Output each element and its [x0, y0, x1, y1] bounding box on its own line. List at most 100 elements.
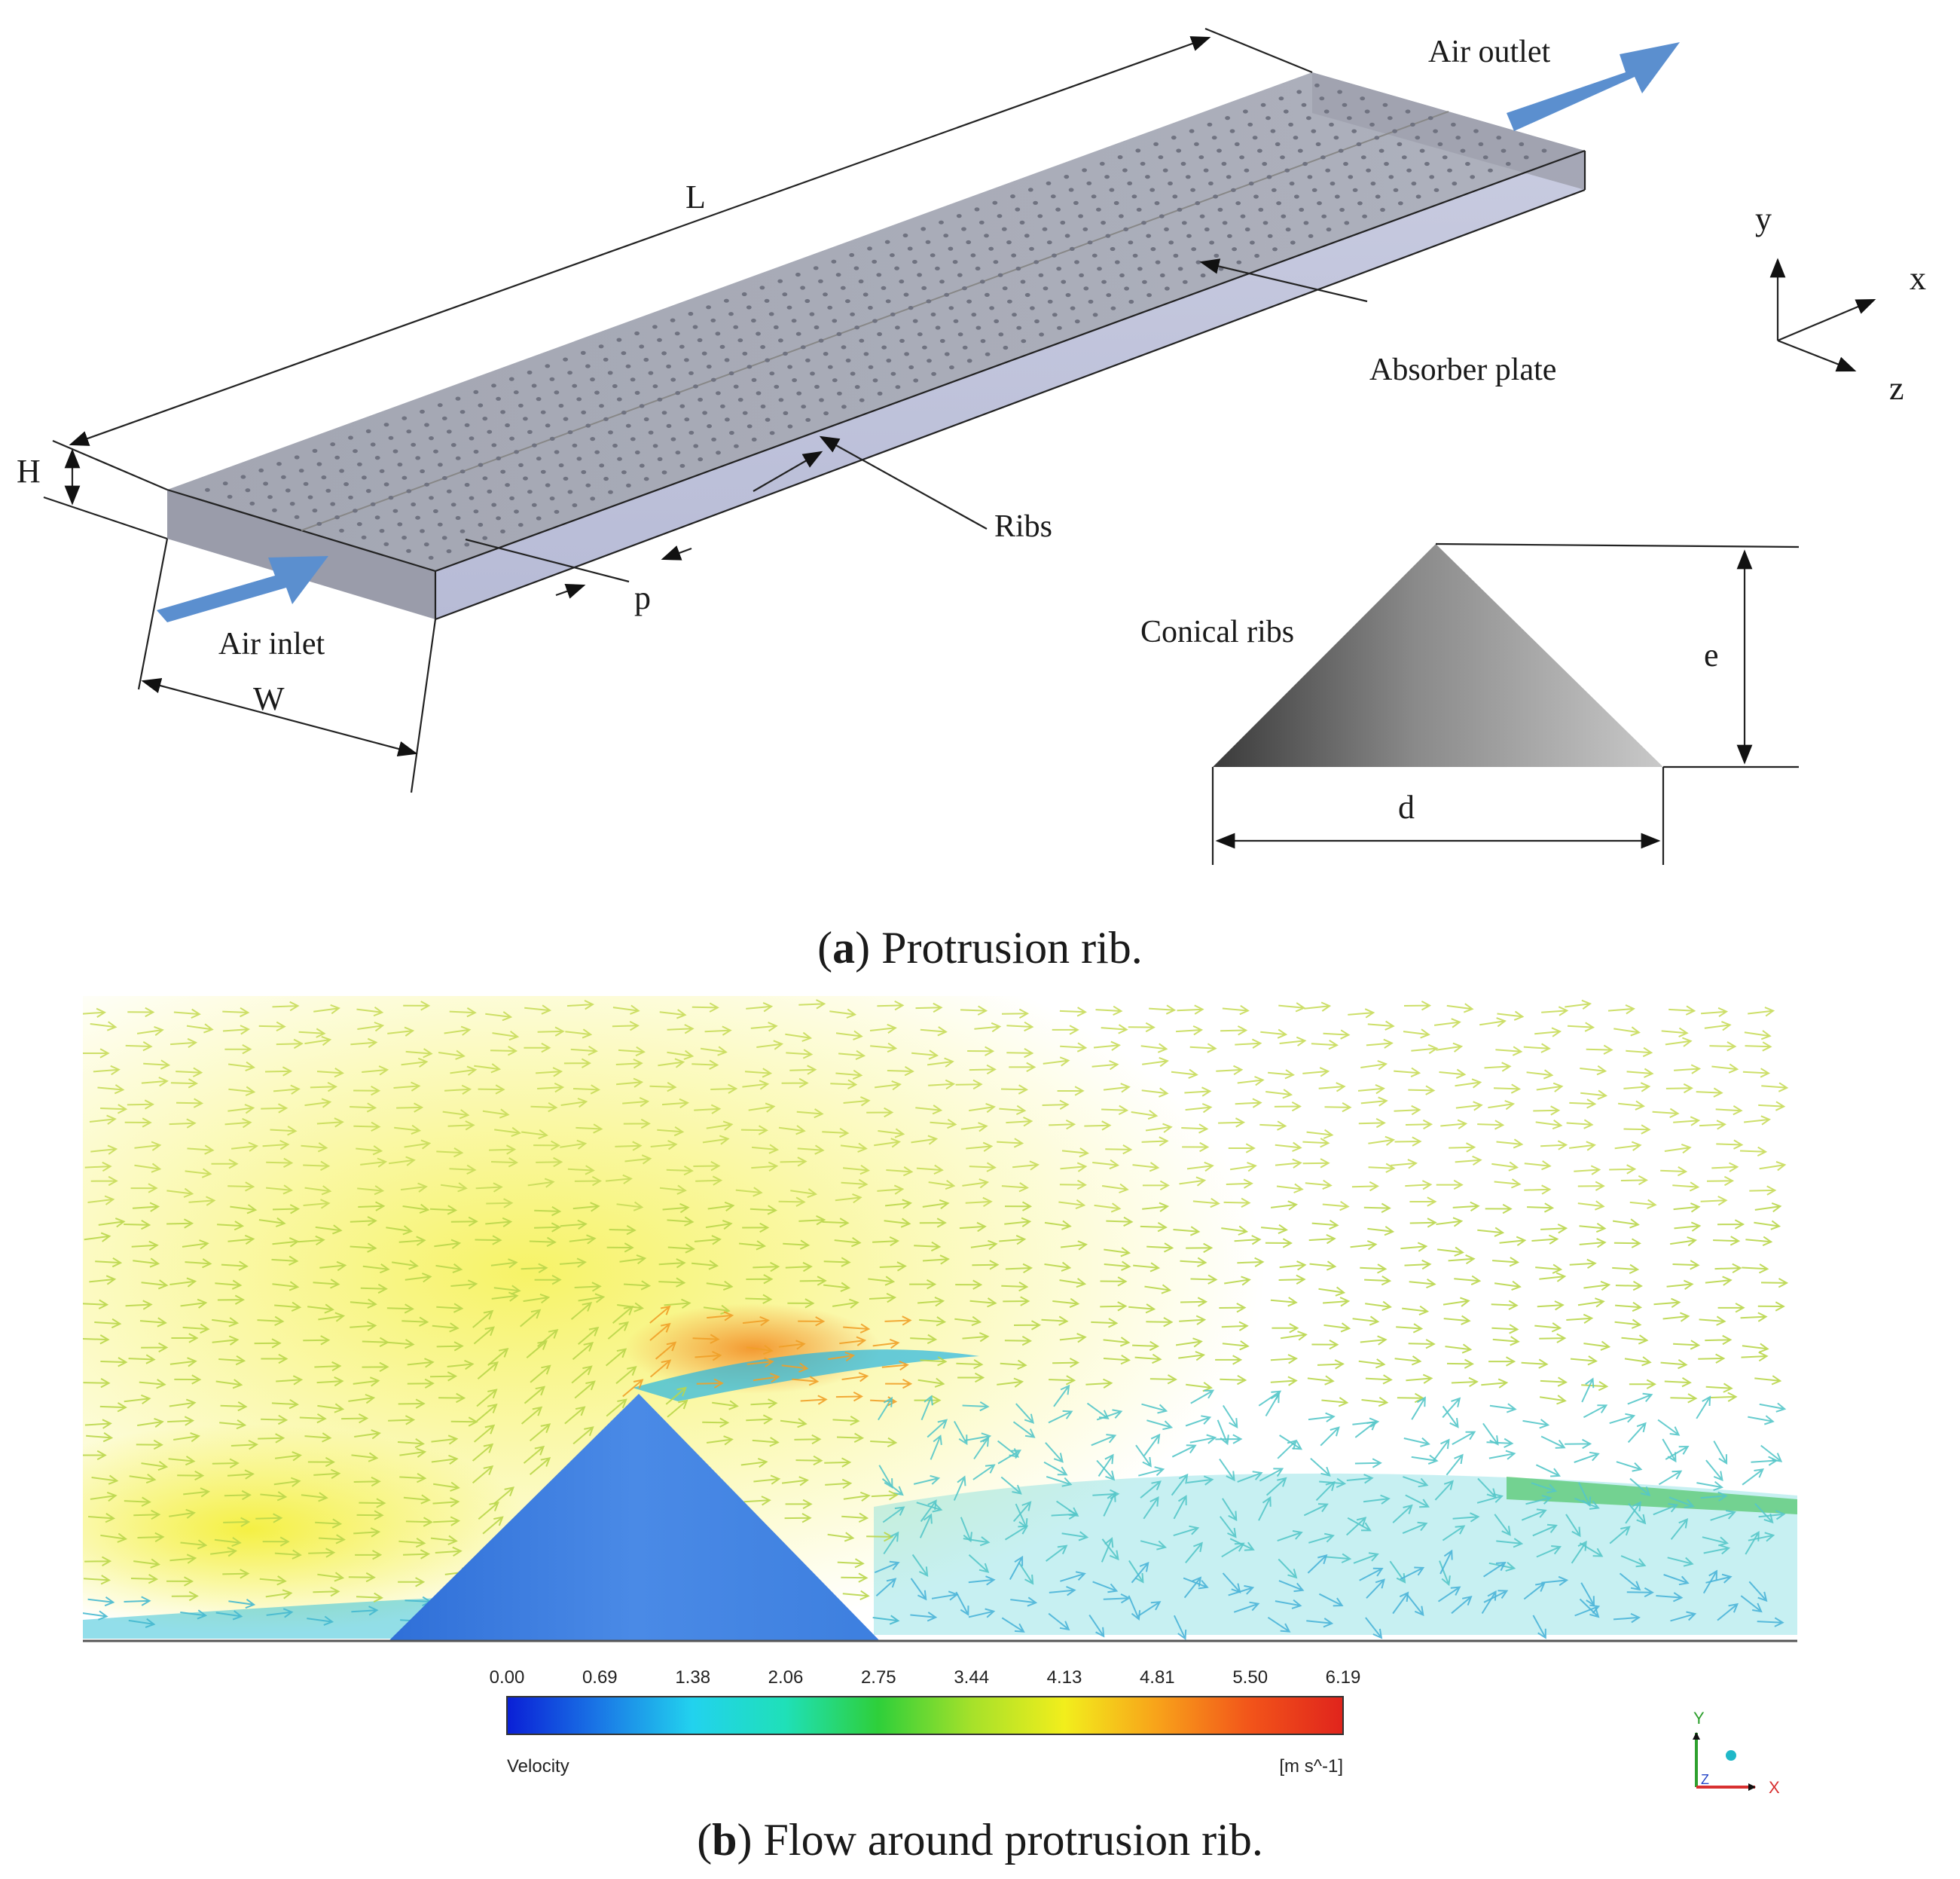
axis-y-label: y	[1755, 200, 1772, 237]
colorbar-unit: [m s^-1]	[1279, 1756, 1343, 1777]
rib-dot	[599, 463, 605, 468]
velocity-vector	[188, 1196, 216, 1206]
velocity-vector	[534, 1205, 562, 1217]
channel-inlet-face	[167, 490, 435, 619]
velocity-vector	[1535, 1263, 1563, 1274]
velocity-vector	[1496, 1538, 1524, 1548]
velocity-vector	[1093, 1040, 1121, 1051]
velocity-vector	[1534, 1027, 1562, 1037]
rib-dot	[406, 548, 411, 553]
rib-dot	[1306, 116, 1311, 121]
rib-dot	[818, 338, 824, 343]
velocity-vector	[355, 1550, 383, 1560]
velocity-vector	[1674, 1064, 1702, 1074]
rib-dot	[634, 390, 640, 396]
rib-dot	[661, 351, 667, 356]
rib-dot	[885, 299, 891, 304]
velocity-vector	[1540, 1376, 1568, 1387]
velocity-vector	[1672, 1260, 1700, 1270]
rib-dot	[679, 344, 685, 349]
rib-dot	[872, 259, 878, 264]
rib-dot	[890, 371, 896, 376]
rib-dot	[835, 273, 841, 277]
rib-dot	[374, 456, 380, 460]
velocity-vector	[434, 1239, 462, 1249]
velocity-vector	[141, 1461, 169, 1471]
velocity-vector	[1571, 1540, 1587, 1564]
rib-dot	[1346, 116, 1352, 121]
velocity-vector	[1234, 1235, 1262, 1245]
rib-dot	[1145, 175, 1150, 179]
rib-dot	[854, 325, 860, 330]
velocity-vector	[1742, 1263, 1769, 1274]
velocity-vector	[1612, 1218, 1640, 1229]
velocity-vector	[1760, 1278, 1789, 1288]
velocity-vector	[1265, 1089, 1293, 1099]
rib-dot	[388, 496, 394, 500]
rib-dot	[1128, 240, 1134, 245]
velocity-vector	[973, 1436, 990, 1460]
velocity-vector	[1175, 1337, 1203, 1348]
rib-dot	[795, 331, 801, 336]
rib-dot	[1343, 161, 1348, 167]
velocity-vector	[710, 1083, 738, 1094]
velocity-vector	[533, 1222, 562, 1233]
velocity-vector	[659, 1184, 687, 1195]
velocity-vector	[746, 1345, 774, 1355]
velocity-vector	[1579, 1222, 1607, 1233]
velocity-vector	[301, 1492, 328, 1502]
velocity-vector	[622, 1379, 644, 1398]
velocity-vector	[866, 1532, 894, 1542]
rib-dot	[608, 490, 613, 494]
velocity-vector	[879, 1261, 907, 1272]
rib-dot	[1213, 194, 1218, 199]
velocity-vector	[533, 1140, 561, 1150]
velocity-vector	[1043, 1461, 1068, 1476]
velocity-vector	[475, 1235, 502, 1245]
rib-dot	[1024, 292, 1030, 298]
velocity-vector	[1354, 1420, 1377, 1438]
velocity-vector	[474, 1063, 502, 1074]
velocity-vector	[650, 1140, 678, 1150]
velocity-vector	[1185, 1541, 1203, 1563]
velocity-vector	[1018, 1561, 1034, 1585]
cone-shape	[1213, 544, 1663, 767]
velocity-vector	[974, 1022, 1002, 1033]
rib-dot	[1033, 200, 1038, 205]
rib-dot	[353, 449, 358, 454]
rib-dot	[590, 437, 596, 441]
rib-dot	[509, 436, 514, 441]
velocity-vector	[739, 1240, 767, 1251]
velocity-vector	[785, 1261, 813, 1273]
rib-dot	[370, 502, 376, 506]
rib-dot	[411, 442, 417, 447]
velocity-vector	[429, 1205, 458, 1215]
rib-dot	[1110, 306, 1116, 310]
rib-dot	[531, 383, 537, 388]
rib-dot	[1447, 168, 1452, 173]
rib-dot	[1195, 260, 1201, 264]
rib-dot	[563, 476, 569, 481]
velocity-vector	[842, 1590, 870, 1601]
velocity-vector	[1222, 1340, 1250, 1351]
velocity-vector	[1317, 1359, 1345, 1370]
rib-dot	[353, 509, 358, 513]
velocity-vector	[1060, 1240, 1088, 1251]
velocity-vector	[400, 1182, 428, 1193]
velocity-vector	[1270, 1354, 1298, 1364]
velocity-vector	[131, 1240, 159, 1251]
velocity-vector	[182, 1323, 210, 1334]
rib-dot	[666, 364, 671, 368]
velocity-vector	[174, 1374, 202, 1385]
velocity-vector	[447, 1120, 475, 1131]
rib-dot	[1339, 207, 1345, 212]
rib-dot	[1038, 273, 1044, 277]
rib-dot	[1314, 83, 1320, 87]
rib-dot	[765, 417, 771, 422]
rib-dot	[1243, 109, 1248, 114]
velocity-vector	[1662, 1312, 1690, 1322]
velocity-vector	[785, 1499, 813, 1510]
rib-dot	[827, 305, 833, 310]
velocity-vector	[1497, 1010, 1525, 1021]
velocity-vector	[1566, 1119, 1594, 1129]
